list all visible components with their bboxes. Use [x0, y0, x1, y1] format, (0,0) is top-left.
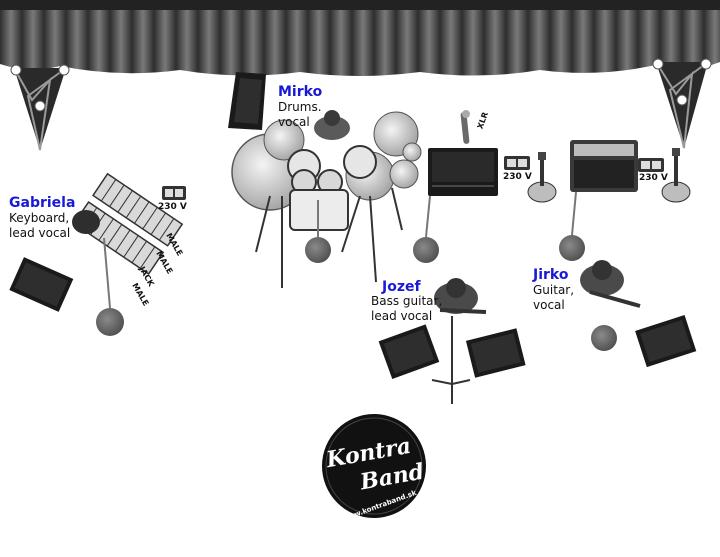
guitar-monitor-speaker	[635, 314, 697, 368]
musician-name-jirko: Jirko	[533, 267, 569, 283]
guitar-amp	[570, 140, 638, 192]
power-outlet-keyboard	[162, 186, 186, 200]
power-label-guitar: 230 V	[639, 173, 668, 183]
bass-monitor-left	[378, 324, 440, 380]
musician-role-jirko-1: Guitar,	[533, 283, 575, 297]
musician-name-gabriela: Gabriela	[9, 195, 76, 211]
bass-mic-tripod	[431, 316, 471, 404]
truss-right	[652, 58, 712, 149]
label-jozef: Jozef	[382, 279, 421, 295]
drummer-figure	[314, 116, 350, 140]
musician-role-mirko-1: Drums.	[278, 100, 322, 114]
bass-monitor-right	[465, 328, 526, 378]
splash-cymbal	[389, 159, 419, 189]
bass-vocal-mic-stand	[413, 237, 439, 263]
kontraband-logo	[322, 414, 426, 518]
musician-role-jozef-1: Bass guitar,	[371, 294, 443, 308]
power-outlet-bass	[504, 156, 530, 170]
hi-hat-cymbal	[263, 119, 305, 161]
guitar-instrument-mic-stand	[591, 325, 617, 351]
musician-role-jirko-2: vocal	[533, 298, 565, 312]
power-label-bass: 230 V	[503, 172, 532, 182]
guitar-vocal-mic-stand	[559, 235, 585, 261]
musician-role-jozef-2: lead vocal	[371, 309, 433, 323]
keyboard-monitor-speaker	[9, 257, 74, 312]
musician-role-gabriela-1: Keyboard,	[9, 211, 70, 225]
label-gabriela: Gabriela Keyboard, lead vocal	[9, 195, 75, 241]
bass-amp	[428, 148, 498, 196]
keyboard-upper	[91, 172, 184, 247]
bass-guitar-on-stand	[527, 152, 557, 203]
label-jirko: Jirko Guitar, vocal	[533, 267, 574, 313]
power-label-keyboard: 230 V	[158, 202, 187, 212]
keyboard-mic-stand	[96, 308, 124, 336]
bassist-figure	[434, 278, 487, 314]
musician-role-gabriela-2: lead vocal	[9, 226, 71, 240]
floor-tom	[343, 145, 377, 179]
musician-name-mirko: Mirko	[278, 84, 323, 100]
guitar-on-stand	[661, 148, 691, 203]
guitarist-figure	[580, 260, 641, 308]
stage-curtain	[0, 0, 720, 76]
musician-name-jozef: Jozef	[382, 279, 421, 295]
truss-left	[10, 64, 70, 151]
label-mirko: Mirko Drums. vocal	[278, 84, 322, 130]
drum-monitor-speaker	[228, 72, 266, 130]
musician-role-mirko-2: vocal	[278, 115, 310, 129]
keyboardist-figure	[72, 210, 100, 234]
label-jozef-role: Bass guitar, lead vocal	[371, 294, 442, 324]
drum-mic-stand	[305, 237, 331, 263]
xlr-microphone	[460, 110, 470, 144]
drum-kit	[231, 110, 422, 288]
power-outlet-guitar	[638, 158, 664, 172]
